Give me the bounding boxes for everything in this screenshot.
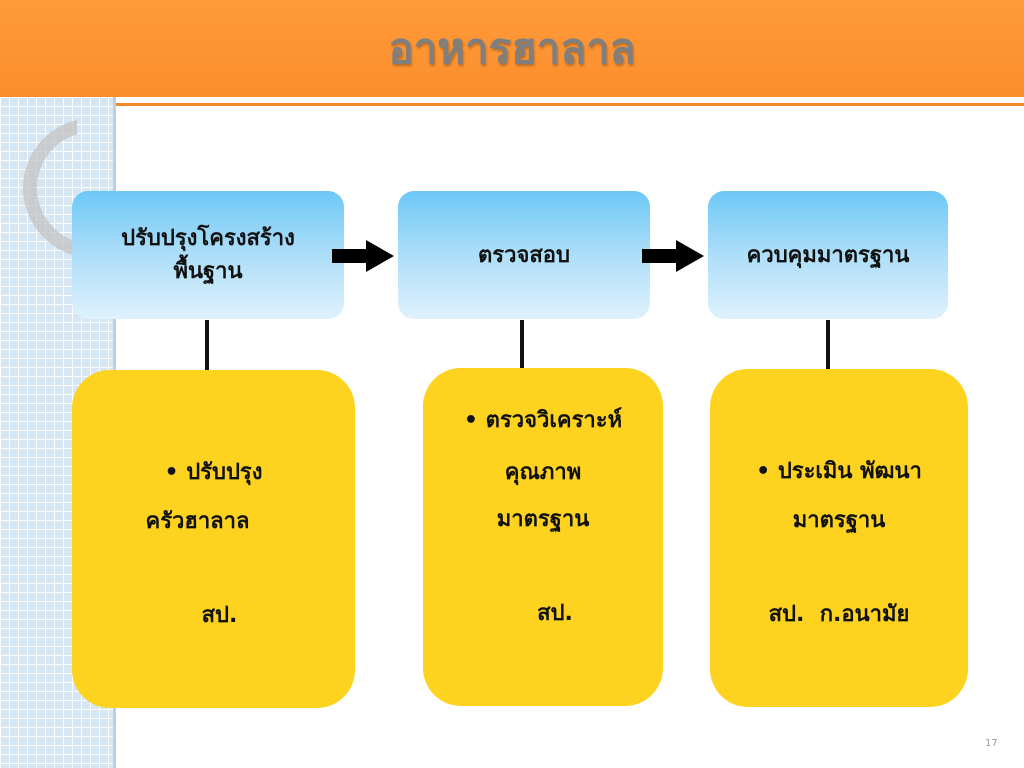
detail-box-evaluation: • ประเมิน พัฒนา มาตรฐาน สป. ก.อนามัย (710, 369, 968, 707)
step-label: ตรวจสอบ (478, 242, 570, 268)
detail-line: • ปรับปรุง (164, 460, 263, 485)
detail-line: ครัวฮาลาล (145, 509, 250, 534)
header-divider (0, 103, 1024, 106)
detail-line: มาตรฐาน (792, 508, 886, 533)
detail-line: คุณภาพ (504, 460, 582, 485)
detail-line: มาตรฐาน (496, 507, 590, 532)
step-label-line2: พื้นฐาน (173, 259, 243, 284)
connector-line (520, 320, 524, 370)
step-box-standard-control: ควบคุมมาตรฐาน (708, 191, 948, 319)
slide-title: อาหารฮาลาล (388, 24, 636, 73)
detail-line: • ประเมิน พัฒนา (756, 459, 922, 484)
arrow-right-icon (642, 240, 706, 272)
agency-label: สป. (537, 601, 573, 626)
detail-box-analysis: • ตรวจวิเคราะห์ คุณภาพ มาตรฐาน สป. (423, 368, 663, 706)
detail-line: • ตรวจวิเคราะห์ (463, 408, 623, 433)
header-bar (0, 0, 1024, 97)
connector-line (826, 320, 830, 370)
agency-label: สป. ก.อนามัย (768, 602, 910, 627)
detail-box-kitchen: • ปรับปรุง ครัวฮาลาล สป. (72, 370, 355, 708)
step-label: ควบคุมมาตรฐาน (746, 242, 910, 268)
step-box-inspection: ตรวจสอบ (398, 191, 650, 319)
page-number: 17 (985, 738, 998, 749)
arrow-right-icon (332, 240, 396, 272)
connector-line (205, 320, 209, 370)
agency-label: สป. (201, 603, 238, 628)
step-label-line1: ปรับปรุงโครงสร้าง (121, 226, 295, 251)
step-box-infrastructure: ปรับปรุงโครงสร้าง พื้นฐาน (72, 191, 344, 319)
